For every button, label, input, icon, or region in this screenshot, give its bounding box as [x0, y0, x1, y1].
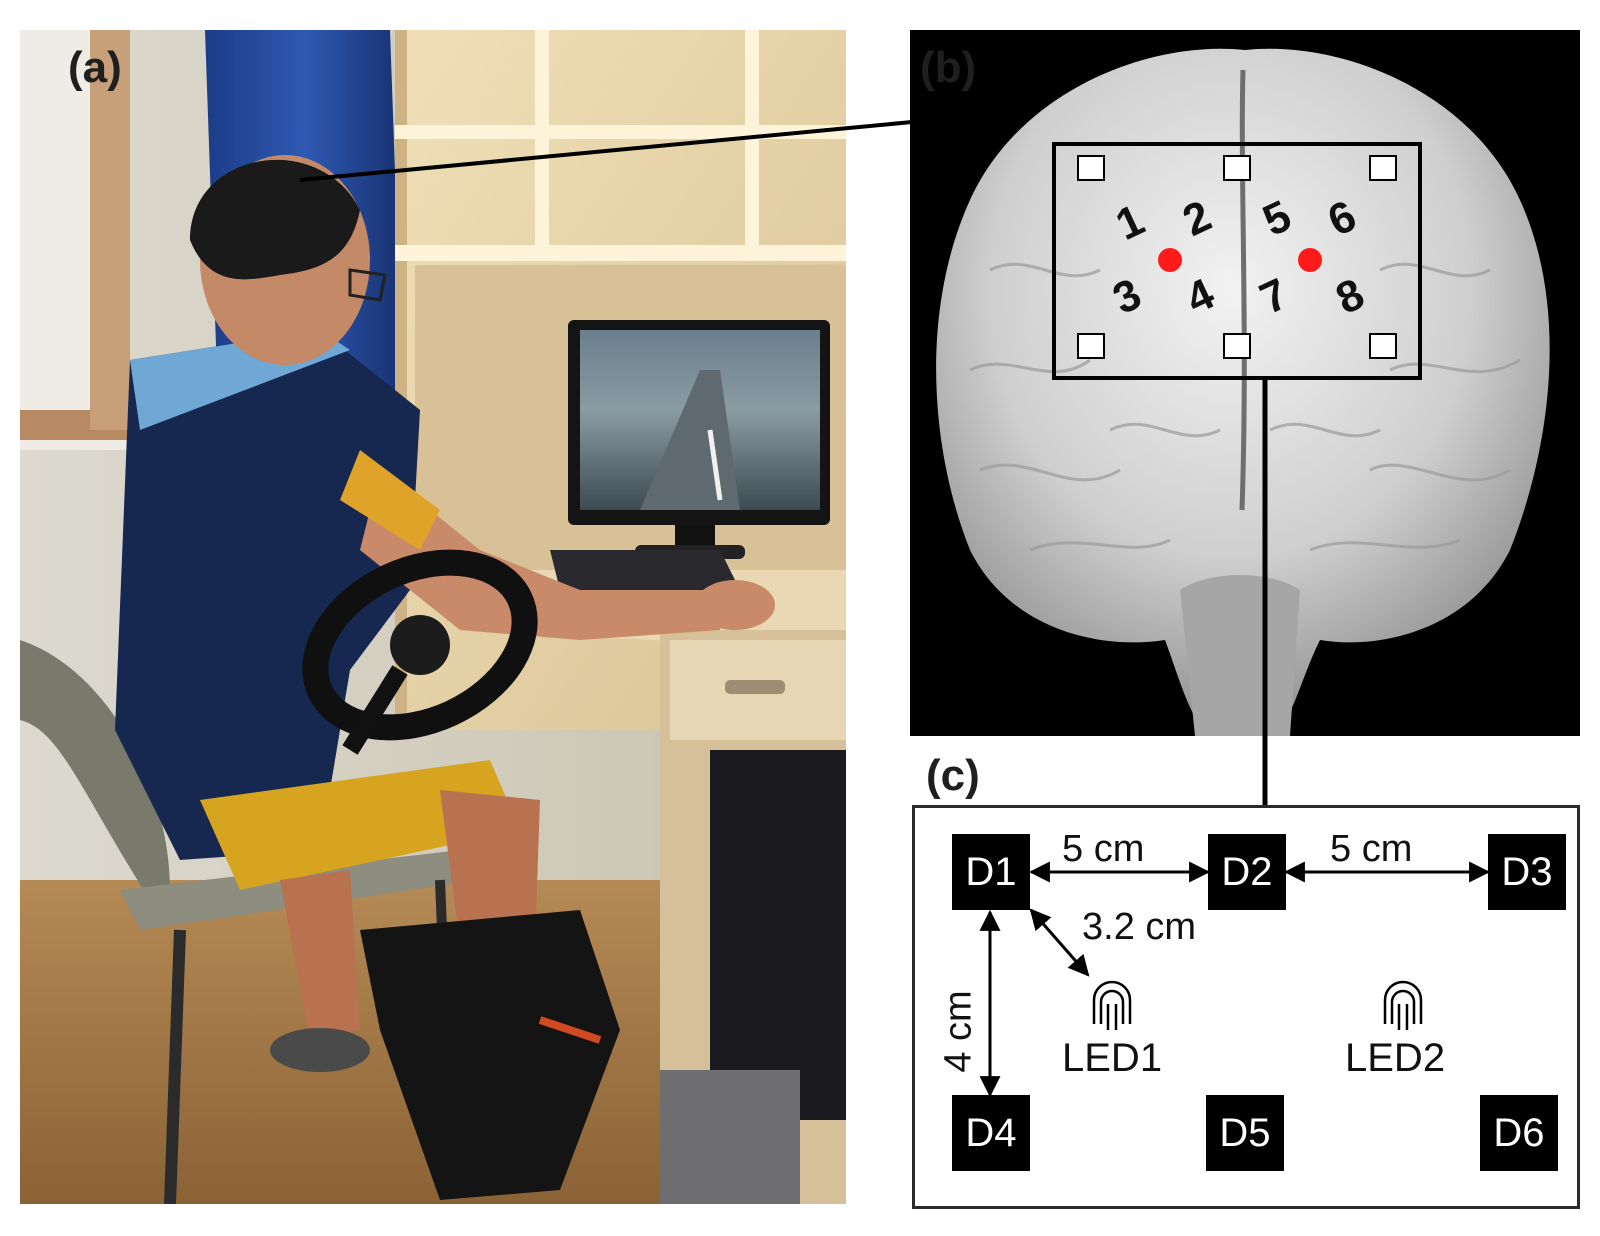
optode-square	[1223, 155, 1251, 181]
led2-symbol	[1383, 980, 1423, 1030]
detector-d3: D3	[1488, 834, 1566, 910]
optode-square	[1077, 333, 1105, 359]
brain-probe-figure	[910, 30, 1580, 736]
source-marker-left	[1158, 248, 1182, 272]
panel-label-a: (a)	[68, 43, 122, 92]
detector-d4: D4	[952, 1095, 1030, 1171]
optode-square	[1077, 155, 1105, 181]
arrow-d1-led1	[1029, 908, 1090, 977]
optode-square	[1369, 155, 1397, 181]
driving-simulator-photo	[20, 30, 846, 1204]
detector-d1: D1	[952, 834, 1030, 910]
led1-label: LED1	[1062, 1036, 1163, 1080]
source-marker-right	[1298, 248, 1322, 272]
panel-label-b: (b)	[920, 43, 977, 92]
led2-label: LED2	[1345, 1036, 1446, 1080]
detector-d5: D5	[1206, 1095, 1284, 1171]
optode-square	[1223, 333, 1251, 359]
distance-d1-led1: 3.2 cm	[1082, 906, 1197, 948]
optode-square	[1369, 333, 1397, 359]
detector-d6: D6	[1480, 1095, 1558, 1171]
led1-symbol	[1092, 980, 1132, 1030]
panel-label-c: (c)	[926, 751, 980, 800]
distance-d1-d2: 5 cm	[1062, 828, 1145, 870]
distance-d1-d4: 4 cm	[937, 990, 980, 1073]
distance-d2-d3: 5 cm	[1330, 828, 1413, 870]
detector-d2: D2	[1208, 834, 1286, 910]
